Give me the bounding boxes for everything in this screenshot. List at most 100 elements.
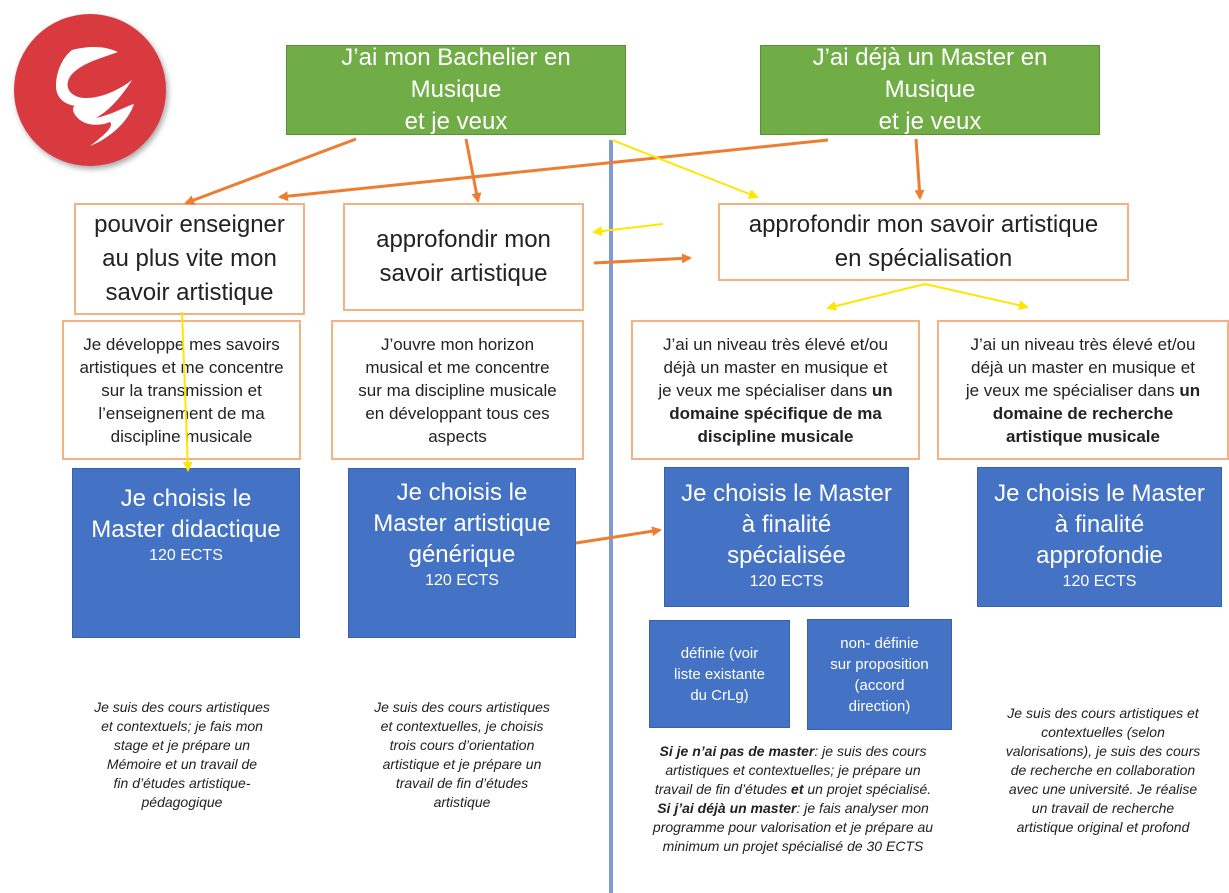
- goal-specialisation: approfondir mon savoir artistique en spé…: [718, 203, 1129, 281]
- master-didactique-title-1: Je choisis le: [120, 485, 252, 512]
- arrow-master-to-enseigner: [278, 138, 829, 202]
- option-non-definie-line-4: direction): [848, 697, 911, 715]
- goal-enseigner: pouvoir enseigner au plus vite mon savoi…: [74, 203, 305, 315]
- note-specialisee-text-1: : je suis des cours: [814, 743, 927, 759]
- separator-line: [609, 140, 613, 893]
- arrow-specialisation-to-desc-approfondie: [924, 283, 1029, 311]
- goal-specialisation-line-2: en spécialisation: [834, 245, 1013, 272]
- note-approfondie-line-6: un travail de recherche: [1031, 800, 1175, 816]
- note-generique-line-6: artistique: [433, 794, 491, 810]
- desc-approfondie-line-2: déjà un master en musique et: [971, 357, 1195, 377]
- goal-approfondir: approfondir mon savoir artistique: [343, 203, 584, 311]
- note-didactique-line-6: pédagogique: [141, 794, 223, 810]
- note-specialisee-bold-4: Si j’ai déjà un master: [657, 800, 797, 816]
- master-specialisee-title-2: à finalité: [741, 511, 832, 538]
- note-approfondie-line-4: de recherche en collaboration: [1010, 762, 1196, 778]
- master-box: J’ai déjà un Master en Musique et je veu…: [760, 44, 1100, 135]
- master-specialisee-title-1: Je choisis le Master: [681, 480, 892, 507]
- bachelier-box: J’ai mon Bachelier en Musique et je veux: [286, 44, 626, 135]
- note-approfondie-line-2: contextuelles (selon: [1041, 724, 1165, 740]
- bachelier-line-2: et je veux: [404, 108, 508, 135]
- goal-approfondir-line-2: savoir artistique: [379, 260, 548, 287]
- option-definie: définie (voir liste existante du CrLg): [649, 620, 790, 728]
- note-specialisee-line-1: Si je n’ai pas de master: je suis des co…: [618, 742, 968, 761]
- master-didactique-box: Je choisis le Master didactique 120 ECTS: [72, 468, 300, 638]
- arrow-generique-to-specialisee: [575, 526, 662, 545]
- note-specialisee-bold-3: et: [791, 781, 804, 797]
- desc-specialisee-line-3a: je veux me spécialiser dans: [658, 380, 872, 400]
- arrow-master-to-specialisation: [914, 138, 925, 200]
- option-definie-line-2: liste existante: [674, 665, 765, 683]
- desc-approfondie-line-3b: un: [1179, 380, 1201, 400]
- master-approfondie-title-1: Je choisis le Master: [994, 480, 1205, 507]
- conservatoire-logo-icon: [14, 14, 166, 166]
- master-line-2: et je veux: [878, 108, 982, 135]
- note-specialisee-line-3: travail de fin d’études et un projet spé…: [618, 780, 968, 799]
- note-generique-line-4: artistique et je prépare un: [382, 756, 542, 772]
- goal-approfondir-line-1: approfondir mon: [376, 226, 551, 253]
- note-approfondie-line-5: avec une université. Je réalise: [1008, 781, 1198, 797]
- desc-didactique-line-1: Je développe mes savoirs: [83, 334, 280, 354]
- option-non-definie-line-2: sur proposition: [830, 655, 929, 673]
- note-specialisee-line-5: programme pour valorisation et je prépar…: [652, 819, 934, 835]
- note-approfondie-line-1: Je suis des cours artistiques et: [1007, 705, 1199, 721]
- goal-enseigner-line-1: pouvoir enseigner: [94, 211, 285, 238]
- note-generique: Je suis des cours artistiques et context…: [340, 698, 584, 812]
- master-specialisee-box: Je choisis le Master à finalité spéciali…: [664, 467, 909, 607]
- option-non-definie-line-1: non- définie: [840, 634, 919, 652]
- desc-approfondie-line-3: je veux me spécialiser dans un: [966, 379, 1200, 402]
- master-generique-title-3: générique: [408, 541, 516, 568]
- arrow-bachelier-to-specialisation: [611, 139, 759, 199]
- note-specialisee: Si je n’ai pas de master: je suis des co…: [618, 742, 968, 856]
- note-specialisee-line-2: artistiques et contextuelles; je prépare…: [665, 762, 921, 778]
- option-non-definie-line-3: (accord: [854, 676, 905, 694]
- option-non-definie: non- définie sur proposition (accord dir…: [807, 619, 952, 730]
- arrow-approfondir-to-specialisation: [593, 253, 692, 265]
- desc-didactique: Je développe mes savoirs artistiques et …: [62, 320, 301, 460]
- master-generique-title-2: Master artistique: [373, 510, 551, 537]
- note-didactique-line-3: stage et je prépare un: [113, 737, 251, 753]
- goal-enseigner-line-2: au plus vite mon: [102, 245, 277, 272]
- desc-approfondie-line-5: artistique musicale: [1005, 426, 1160, 446]
- master-approfondie-title-3: approfondie: [1036, 542, 1163, 569]
- note-specialisee-line-4: Si j’ai déjà un master: je fais analyser…: [618, 799, 968, 818]
- arrow-specialisation-to-approfondir: [592, 223, 664, 237]
- note-generique-line-1: Je suis des cours artistiques: [374, 699, 550, 715]
- note-specialisee-text-3b: un projet spécialisé.: [803, 781, 932, 797]
- desc-approfondie-line-1: J’ai un niveau très élevé et/ou: [970, 334, 1196, 354]
- note-didactique-line-2: et contextuels; je fais mon: [101, 718, 263, 734]
- note-generique-line-2: et contextuelles, je choisis: [380, 718, 544, 734]
- desc-specialisee-line-1: J’ai un niveau très élevé et/ou: [663, 334, 888, 354]
- desc-generique-line-5: aspects: [428, 426, 487, 446]
- master-generique-ects: 120 ECTS: [425, 572, 499, 589]
- arrow-bachelier-to-enseigner: [184, 137, 357, 205]
- master-specialisee-title-3: spécialisée: [727, 542, 846, 569]
- arrow-enseigner-to-didactique: [181, 311, 193, 472]
- master-specialisee-ects: 120 ECTS: [749, 573, 824, 590]
- arrow-specialisation-to-desc-specialisee: [826, 283, 926, 311]
- note-generique-line-3: trois cours d’orientation: [389, 737, 535, 753]
- note-approfondie-line-3: valorisations), je suis des cours: [1005, 743, 1201, 759]
- desc-specialisee-line-3: je veux me spécialiser dans un: [658, 379, 892, 402]
- master-generique-title-1: Je choisis le: [396, 479, 528, 506]
- note-specialisee-bold-1: Si je n’ai pas de master: [659, 743, 815, 759]
- desc-generique-line-1: J’ouvre mon horizon: [380, 334, 535, 354]
- desc-specialisee-line-3b: un: [871, 380, 893, 400]
- master-approfondie-title-2: à finalité: [1054, 511, 1145, 538]
- arrow-bachelier-to-approfondir: [464, 138, 482, 203]
- note-specialisee-line-6: minimum un projet spécialisé de 30 ECTS: [662, 838, 924, 854]
- desc-generique-line-2: musical et me concentre: [365, 357, 550, 377]
- desc-specialisee: J’ai un niveau très élevé et/ou déjà un …: [631, 320, 920, 460]
- desc-didactique-line-3: sur la transmission et: [101, 380, 262, 400]
- master-line-1: J’ai déjà un Master en Musique: [812, 44, 1048, 103]
- master-didactique-ects: 120 ECTS: [149, 547, 223, 564]
- note-didactique-line-1: Je suis des cours artistiques: [94, 699, 270, 715]
- option-definie-line-1: définie (voir: [680, 644, 759, 662]
- desc-specialisee-line-2: déjà un master en musique et: [663, 357, 888, 377]
- note-didactique-line-5: fin d’études artistique-: [113, 775, 251, 791]
- goal-specialisation-line-1: approfondir mon savoir artistique: [748, 211, 1099, 238]
- note-approfondie: Je suis des cours artistiques et context…: [980, 704, 1226, 837]
- master-generique-box: Je choisis le Master artistique génériqu…: [348, 468, 576, 638]
- desc-approfondie: J’ai un niveau très élevé et/ou déjà un …: [937, 320, 1229, 460]
